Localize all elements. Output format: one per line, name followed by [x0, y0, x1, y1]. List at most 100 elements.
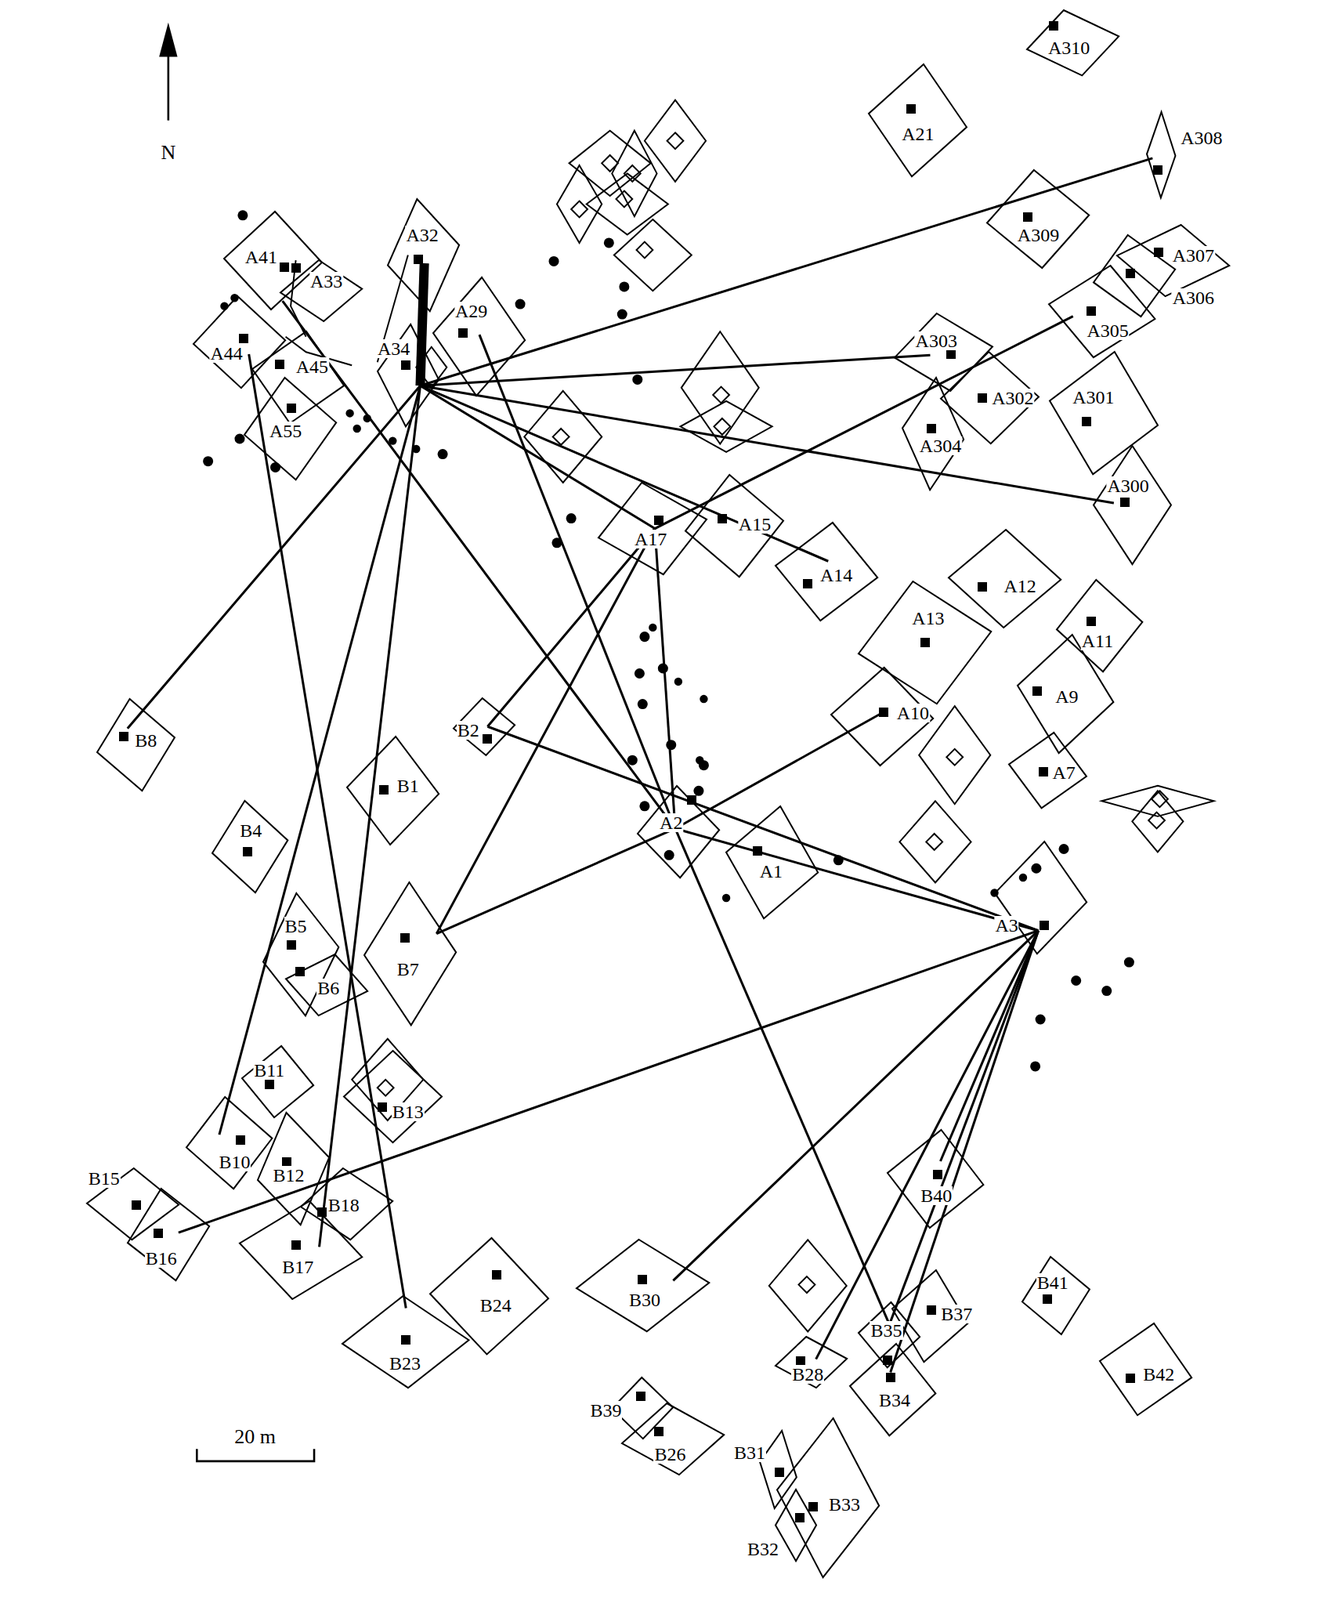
diamond-outline [1146, 112, 1176, 198]
structure-label: A17 [633, 529, 668, 549]
square-marker [400, 932, 410, 943]
structure-label: B17 [281, 1257, 315, 1277]
structure-outline: B28 [775, 1336, 847, 1388]
square-marker [279, 262, 290, 272]
structure-outline: B2 [453, 697, 515, 756]
structure-outline: B18 [300, 1167, 393, 1240]
structure-label: B37 [940, 1304, 973, 1324]
structure-outline: B34 [849, 1343, 936, 1436]
square-marker [1081, 416, 1092, 427]
structure-label: A44 [209, 343, 243, 363]
structure-label: A3 [994, 915, 1019, 935]
square-marker [1038, 766, 1049, 777]
structure-outline: B7 [364, 882, 456, 1025]
square-marker [774, 1467, 785, 1477]
diamond-outline [1049, 351, 1158, 474]
structure-outline: A2 [637, 785, 720, 878]
structure-outline: A44 [193, 296, 286, 388]
square-marker [932, 1169, 943, 1179]
structure-outline: A302 [940, 351, 1039, 444]
square-marker [1023, 212, 1033, 222]
structure-outline: B30 [576, 1239, 709, 1331]
square-marker [264, 1079, 275, 1089]
structure-label: B35 [869, 1320, 903, 1340]
refit-line [127, 385, 421, 729]
square-marker [291, 263, 301, 273]
structure-label: B26 [653, 1444, 687, 1464]
diamond-outline [242, 1045, 314, 1118]
square-marker [119, 731, 129, 742]
structure-label: A1 [759, 861, 784, 881]
refit-line [178, 930, 1039, 1233]
square-marker [637, 1274, 648, 1284]
refit-line [816, 930, 1039, 1360]
square-marker [1039, 920, 1049, 930]
structure-outline: A29 [433, 277, 525, 396]
structure-outline: B23 [342, 1295, 469, 1388]
square-marker [878, 707, 889, 717]
square-marker [636, 1391, 646, 1401]
square-marker [882, 1355, 893, 1365]
scale-label: 20 m [232, 1426, 278, 1447]
structure-outline: B16 [127, 1188, 210, 1280]
structure-outline: A13 [858, 581, 991, 704]
structure-outline: B40 [887, 1129, 984, 1228]
structure-outline: A15 [685, 474, 784, 577]
diamond-outline [849, 1343, 936, 1436]
structure-label: B15 [87, 1168, 121, 1188]
square-marker [1125, 268, 1136, 279]
structure-outline: A304 [902, 377, 964, 490]
structure-outline: A306 [1093, 235, 1176, 317]
refit-line [419, 385, 829, 561]
refit-line [940, 930, 1039, 1161]
diamond-outline [239, 1200, 362, 1299]
square-marker [401, 1334, 411, 1345]
structure-outline: A10 [831, 667, 933, 766]
square-marker [1086, 616, 1096, 626]
structure-label: A14 [819, 565, 854, 585]
diamond-outline [775, 1489, 817, 1561]
structure-label: B6 [316, 978, 340, 998]
refit-line [889, 930, 1038, 1325]
structure-outline: A308 [1146, 112, 1176, 198]
square-marker [379, 784, 389, 795]
structure-label: A9 [1054, 687, 1079, 706]
square-marker [1048, 21, 1059, 31]
square-marker [654, 515, 664, 525]
square-marker [802, 578, 813, 589]
structure-outline: B33 [777, 1417, 879, 1577]
structure-outline: A12 [948, 529, 1061, 628]
square-marker [717, 513, 727, 524]
structure-label: B34 [878, 1390, 912, 1410]
square-marker [235, 1135, 246, 1145]
structure-label: B31 [733, 1442, 767, 1462]
structure-label: B40 [919, 1185, 953, 1205]
square-marker [377, 1102, 387, 1112]
structure-label: B7 [396, 959, 420, 979]
structure-outline: A309 [987, 169, 1089, 268]
structure-outline: A21 [868, 64, 967, 177]
structure-outline: A301 [1049, 351, 1158, 474]
diamond-outline [598, 482, 707, 575]
structure-outline: B32 [775, 1489, 817, 1561]
structure-label: A15 [737, 514, 772, 534]
diamond-outline [987, 169, 1089, 268]
structure-label: A300 [1106, 476, 1150, 496]
structure-outline: B4 [212, 800, 288, 893]
square-marker [946, 349, 956, 359]
structure-outline: A33 [280, 260, 362, 322]
diamond-outline [994, 841, 1087, 954]
diamond-outline [902, 377, 964, 490]
structure-outline: A17 [598, 482, 707, 575]
structure-outline: B1 [347, 736, 439, 845]
refit-line [675, 712, 884, 829]
structure-label: A10 [896, 703, 930, 723]
structure-label: A21 [900, 124, 935, 144]
refit-line [436, 528, 655, 934]
structure-label: B23 [388, 1353, 422, 1373]
structure-label: B8 [133, 730, 158, 750]
diamond-outline [387, 198, 460, 311]
structure-label: A304 [918, 436, 962, 456]
